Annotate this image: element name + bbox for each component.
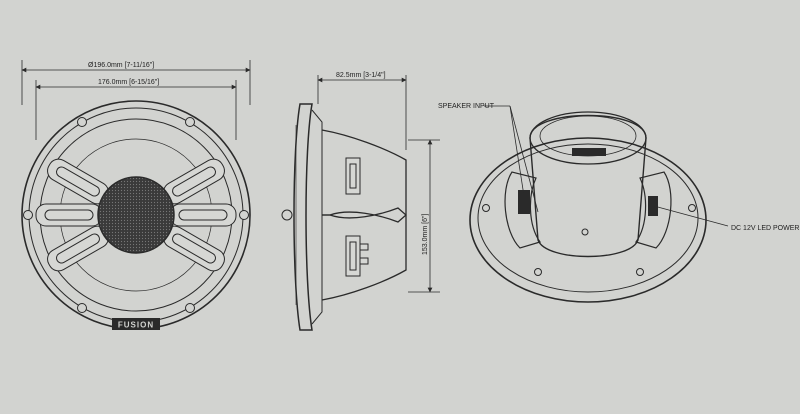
rear-inner-rim: [477, 143, 699, 293]
side-view: 82.5mm [3-1/4"] 153.0mm [6"]: [281, 72, 440, 331]
rear-label-plate: [572, 148, 606, 156]
rear-magnet-cap: [529, 111, 647, 165]
led-power-label: DC 12V LED POWER: [731, 225, 799, 232]
woofer-grille: [97, 176, 175, 254]
side-mount-knob: [281, 209, 293, 221]
rear-mounting-screws: [482, 204, 696, 276]
rear-magnet-can: [529, 114, 647, 258]
side-bezel: [293, 103, 313, 331]
depth-label: 82.5mm [3-1/4"]: [336, 72, 386, 79]
side-basket-top: [321, 129, 407, 223]
side-dimension-lines: [317, 75, 440, 293]
rear-led-housing: [635, 171, 672, 249]
led-power-terminal: [648, 196, 658, 216]
side-flange: [311, 109, 323, 325]
outer-diameter-label: Ø196.0mm [7-11/16"]: [88, 62, 154, 69]
logo-text: FUSION: [118, 321, 154, 330]
side-basket-bottom: [321, 207, 407, 301]
front-dimension-lines: [21, 60, 251, 140]
rear-input-housing: [504, 171, 541, 249]
rear-outer-rim: [469, 137, 707, 303]
rear-view: SPEAKER INPUT DC 12V LED POWER: [438, 103, 799, 303]
front-mounting-screws: [23, 117, 249, 313]
speaker-input-terminal: [518, 190, 530, 214]
inner-diameter-label: 176.0mm [6-15/16"]: [98, 79, 159, 86]
height-label: 153.0mm [6"]: [422, 214, 429, 255]
logo-badge: [112, 318, 160, 330]
front-view: Ø196.0mm [7-11/16"] 176.0mm [6-15/16"] F…: [21, 60, 251, 330]
side-terminals: [345, 157, 369, 277]
speaker-input-label: SPEAKER INPUT: [438, 103, 495, 110]
